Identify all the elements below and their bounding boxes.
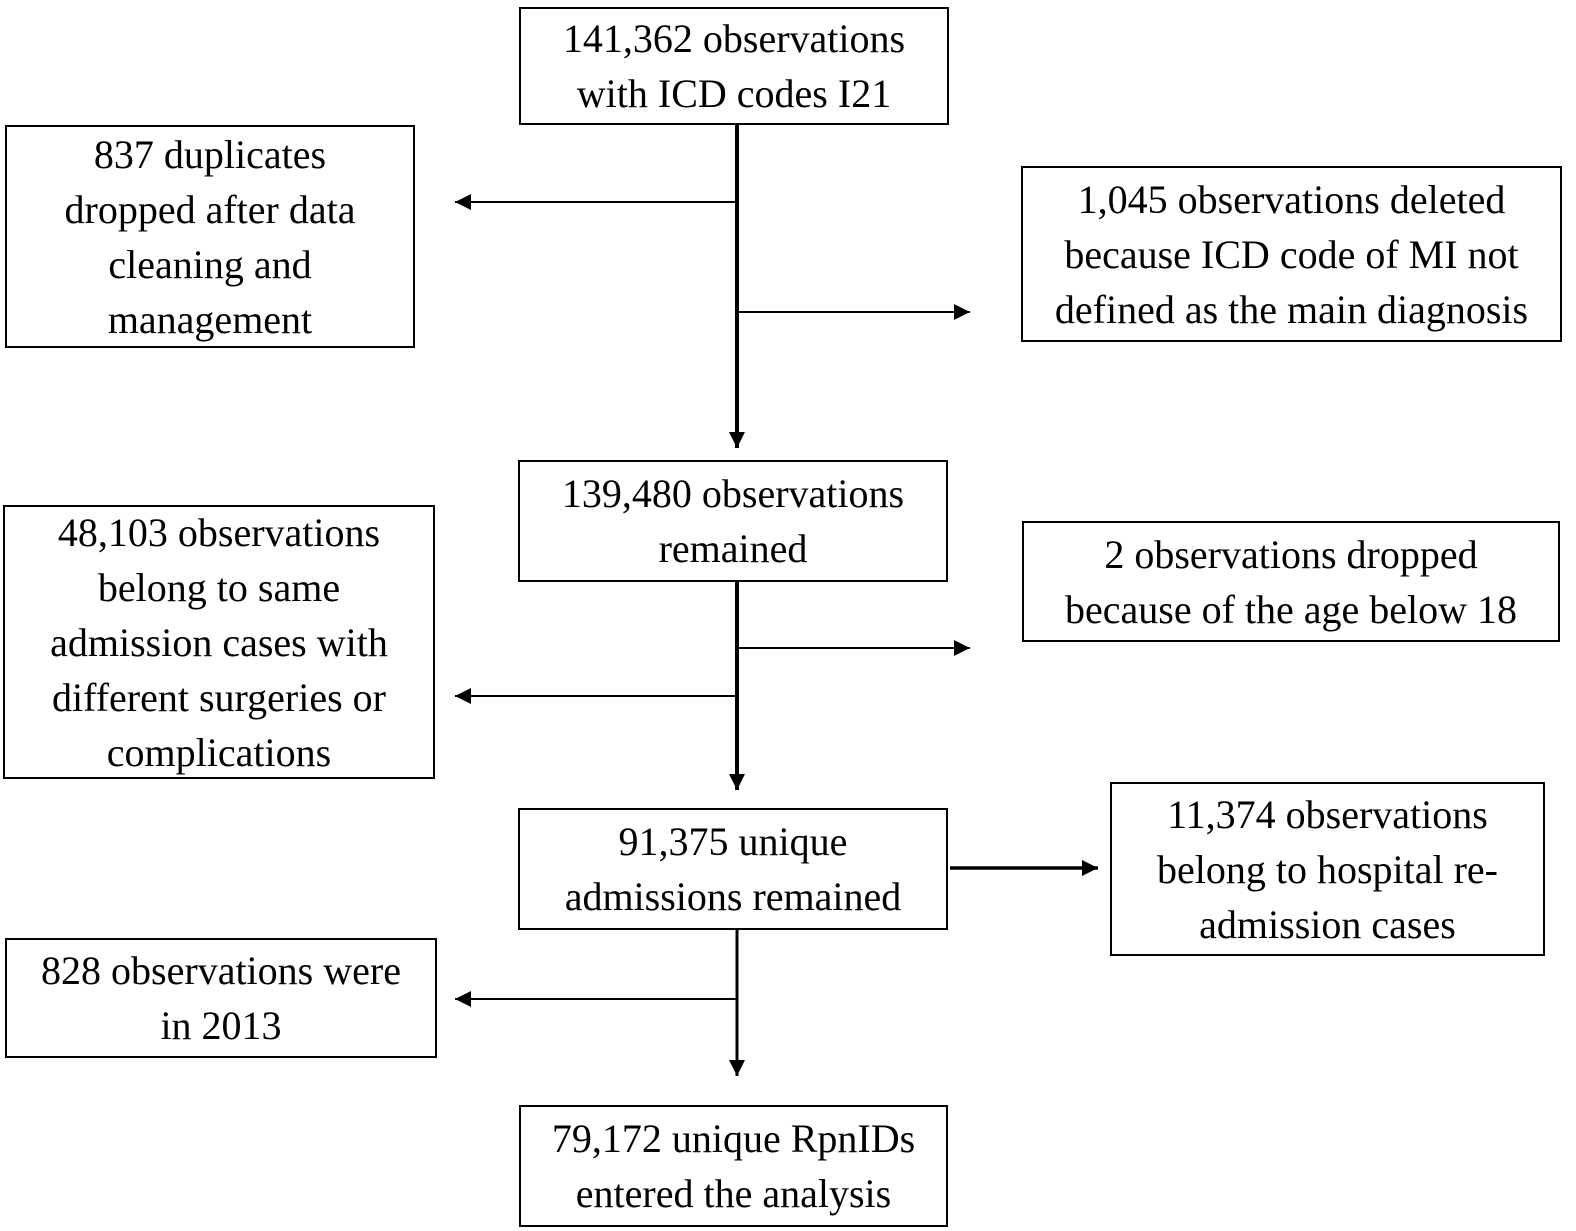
flow-node-age-dropped: 2 observations dropped because of the ag… xyxy=(1022,521,1560,642)
flow-node-final-analysis: 79,172 unique RpnIDs entered the analysi… xyxy=(519,1105,948,1227)
flow-node-same-admission-cases: 48,103 observations belong to same admis… xyxy=(3,505,435,779)
flow-node-observations-2013: 828 observations were in 2013 xyxy=(5,938,437,1058)
flow-node-observations-remained: 139,480 observations remained xyxy=(518,460,948,582)
flow-node-unique-admissions: 91,375 unique admissions remained xyxy=(518,808,948,930)
flow-node-icd-deleted: 1,045 observations deleted because ICD c… xyxy=(1021,166,1562,342)
flow-node-source-observations: 141,362 observations with ICD codes I21 xyxy=(519,7,949,125)
flow-node-duplicates-dropped: 837 duplicates dropped after data cleani… xyxy=(5,125,415,348)
flow-node-readmission-cases: 11,374 observations belong to hospital r… xyxy=(1110,782,1545,956)
